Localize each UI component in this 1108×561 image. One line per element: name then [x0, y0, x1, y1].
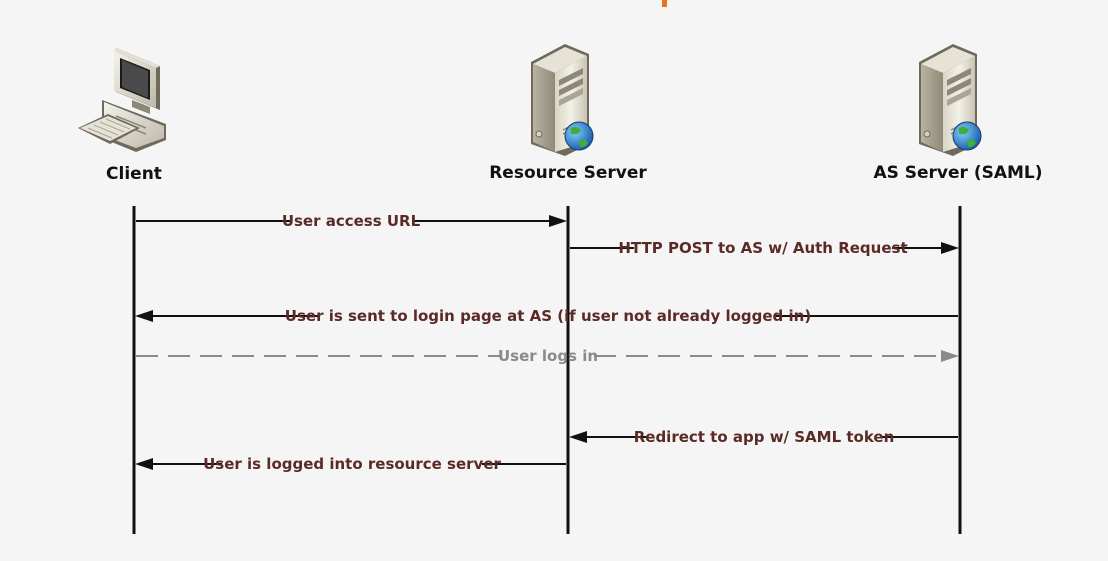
message-label: User is sent to login page at AS (if use… [285, 307, 811, 325]
message-label: User logs in [498, 347, 598, 365]
message-arrow: HTTP POST to AS w/ Auth Request [570, 239, 959, 257]
web-server-icon [918, 43, 982, 157]
message-arrow: User access URL [136, 212, 567, 230]
accent-mark [662, 0, 667, 7]
message-arrow: User is logged into resource server [135, 455, 566, 473]
actor-label-as-server: AS Server (SAML) [873, 163, 1042, 183]
message-label: User is logged into resource server [203, 455, 501, 473]
actor-label-resource-server: Resource Server [489, 163, 647, 183]
message-arrow: Redirect to app w/ SAML token [569, 428, 958, 446]
message-label: Redirect to app w/ SAML token [634, 428, 895, 446]
actor-label-client: Client [106, 164, 162, 184]
message-label: HTTP POST to AS w/ Auth Request [618, 239, 907, 257]
message-arrow: User is sent to login page at AS (if use… [135, 307, 958, 325]
web-server-icon [530, 43, 594, 157]
desktop-computer-icon [78, 48, 166, 152]
message-arrow-dashed: User logs in [136, 347, 959, 365]
message-label: User access URL [282, 212, 421, 230]
